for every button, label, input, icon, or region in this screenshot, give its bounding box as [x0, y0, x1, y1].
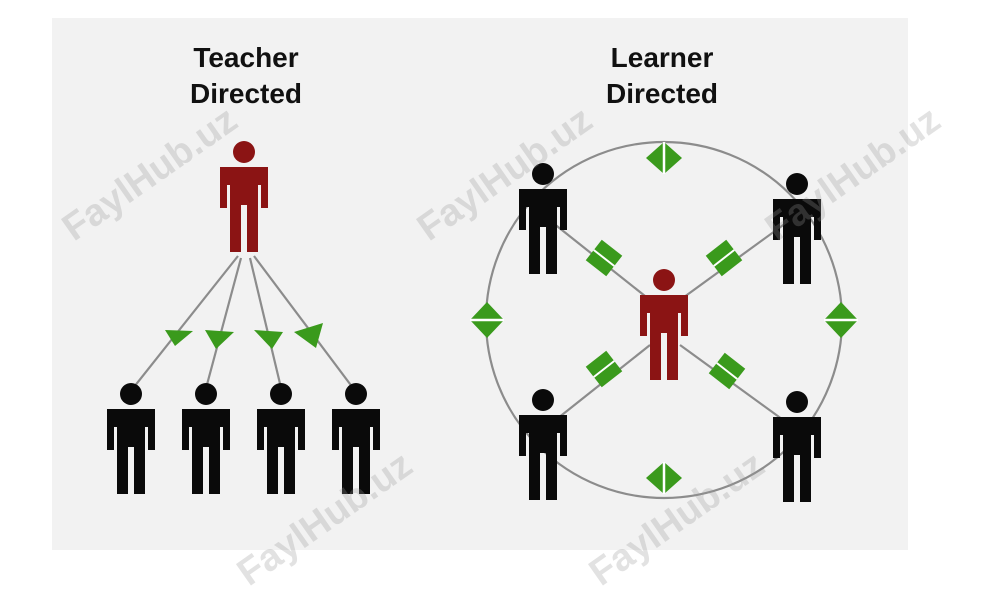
circle-arrows [470, 142, 858, 494]
learner-directed-title-text: Learner Directed [605, 42, 719, 109]
teacher-person-icon [220, 141, 268, 252]
student-person-icon [107, 383, 155, 494]
double-arrow-icon [646, 462, 682, 494]
double-arrow-icon [705, 239, 743, 277]
teacher-directed-diagram [107, 141, 380, 494]
double-arrow-icon [646, 142, 682, 174]
double-arrow-icon [470, 302, 504, 338]
arrowhead-icon [205, 330, 234, 349]
double-arrow-icon [708, 352, 746, 390]
learner-directed-diagram [470, 140, 858, 502]
student-person-icon [182, 383, 230, 494]
diagram-graphic [107, 140, 858, 502]
connector-line [248, 257, 284, 393]
spoke-arrows [585, 239, 746, 390]
connector-line [253, 255, 357, 393]
arrowhead-icon [294, 323, 323, 348]
student-person-icon [773, 391, 821, 502]
learner-directed-title: Learner Directed [552, 40, 772, 112]
student-person-icon [332, 383, 380, 494]
connector-line [679, 344, 798, 431]
student-row [107, 383, 380, 494]
student-person-icon [519, 389, 567, 500]
connector-line [129, 255, 239, 393]
arrowhead-icon [254, 330, 283, 349]
teacher-arrows [165, 323, 323, 349]
arrowhead-icon [165, 330, 193, 346]
student-person-icon [257, 383, 305, 494]
double-arrow-icon [585, 350, 623, 388]
teacher-directed-title: Teacher Directed [136, 40, 356, 112]
double-arrow-icon [585, 239, 623, 277]
connector-line [203, 257, 243, 393]
teacher-directed-title-text: Teacher Directed [189, 42, 303, 109]
student-person-icon [519, 163, 567, 274]
double-arrow-icon [824, 302, 858, 338]
teacher-person-icon [640, 269, 688, 380]
teacher-lines [129, 255, 357, 393]
